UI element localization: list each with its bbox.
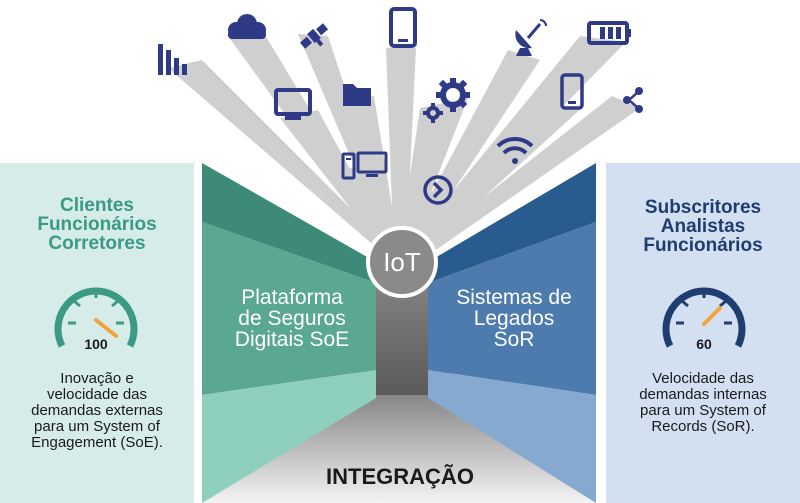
wifi-icon bbox=[496, 136, 534, 164]
share-icon bbox=[623, 87, 643, 113]
left-wall-band-3 bbox=[202, 370, 376, 503]
iot-label: IoT bbox=[383, 247, 421, 277]
right-gauge-needle bbox=[702, 306, 722, 326]
right-wall-band-2 bbox=[428, 222, 596, 395]
right-wall-band-1 bbox=[428, 163, 596, 283]
left-panel-description: Inovação e velocidade das demandas exter… bbox=[0, 371, 194, 451]
right-panel-title: Subscritores Analistas Funcionários bbox=[606, 198, 800, 255]
left-desc-line: para um System of bbox=[34, 418, 160, 435]
smartphone-icon bbox=[389, 7, 417, 48]
integration-label: INTEGRAÇÃO bbox=[326, 464, 474, 489]
satellite-dish-icon bbox=[515, 19, 547, 56]
desktop-computer-icon bbox=[341, 151, 388, 180]
left-wall-line: de Seguros bbox=[238, 307, 346, 330]
left-panel-bg bbox=[0, 163, 194, 503]
right-wall-label: Sistemas de Legados SoR bbox=[436, 287, 592, 350]
left-title-line: Funcionários bbox=[37, 214, 157, 235]
satellite-icon bbox=[299, 23, 329, 49]
cloud-icon bbox=[228, 14, 266, 39]
left-desc-line: demandas externas bbox=[31, 402, 163, 419]
left-wall-line: Digitais SoE bbox=[234, 328, 350, 351]
left-gauge-needle bbox=[94, 318, 118, 338]
right-panel-description: Velocidade das demandas internas para um… bbox=[606, 371, 800, 435]
left-desc-line: Inovação e bbox=[60, 370, 134, 387]
battery-icon bbox=[587, 21, 631, 45]
right-wall-line: SoR bbox=[493, 328, 535, 351]
light-beams bbox=[168, 30, 640, 268]
bar-chart-icon bbox=[158, 44, 187, 75]
gears-icon bbox=[423, 78, 470, 123]
left-gauge-value: 100 bbox=[84, 336, 108, 352]
right-desc-line: demandas internas bbox=[639, 386, 767, 403]
left-panel-title: Clientes Funcionários Corretores bbox=[0, 196, 194, 253]
mobile-phone-icon bbox=[560, 73, 584, 110]
left-gauge bbox=[54, 287, 138, 348]
right-desc-line: para um System of bbox=[640, 402, 766, 419]
floor bbox=[202, 355, 596, 503]
left-desc-line: velocidade das bbox=[46, 386, 148, 403]
folder-icon bbox=[343, 84, 371, 106]
iot-circle bbox=[366, 226, 438, 298]
right-wall-line: Sistemas de bbox=[456, 286, 572, 309]
chevron-circle-icon bbox=[423, 175, 453, 205]
right-desc-line: Velocidade das bbox=[652, 370, 754, 387]
right-gauge bbox=[662, 287, 746, 348]
right-title-line: Funcionários bbox=[643, 235, 763, 256]
left-title-line: Clientes bbox=[60, 195, 134, 216]
monitor-icon bbox=[274, 88, 312, 120]
left-wall-label: Plataforma de Seguros Digitais SoE bbox=[214, 287, 370, 350]
right-title-line: Subscritores bbox=[644, 197, 762, 218]
right-wall-band-3 bbox=[428, 370, 596, 503]
right-panel-bg bbox=[606, 163, 800, 503]
left-wall-band-1 bbox=[202, 163, 376, 283]
left-desc-line: Engagement (SoE). bbox=[31, 434, 163, 451]
right-gauge-value: 60 bbox=[696, 336, 712, 352]
left-wall-band-2 bbox=[202, 222, 376, 395]
right-desc-line: Records (SoR). bbox=[651, 418, 755, 435]
left-title-line: Corretores bbox=[48, 233, 146, 254]
left-wall-line: Plataforma bbox=[241, 286, 343, 309]
right-wall-line: Legados bbox=[473, 307, 555, 330]
right-title-line: Analistas bbox=[660, 216, 746, 237]
